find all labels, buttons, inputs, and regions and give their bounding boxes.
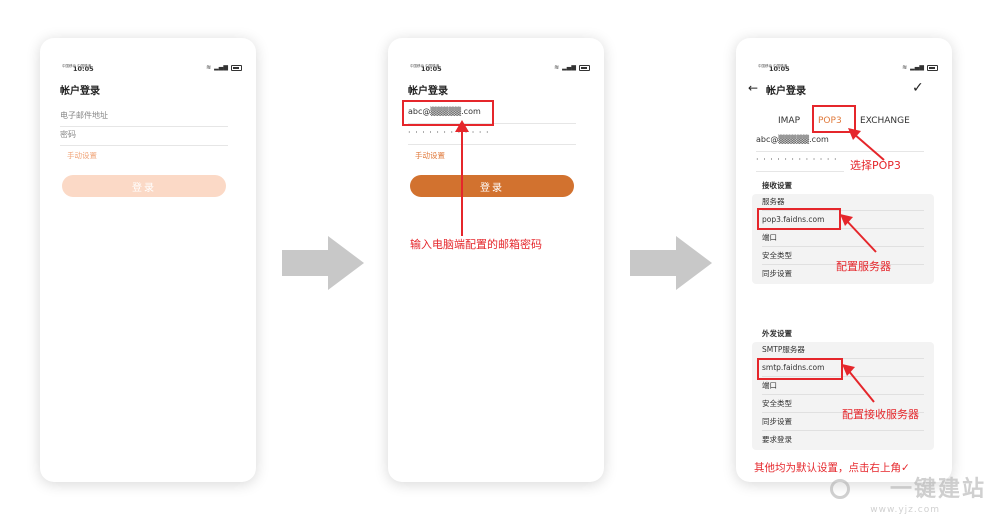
phone-screen-1: 中国移动 中国联通 10:05 ≋ ▂▄▆ 帐户登录 电子邮件地址 密码 手动设… [40,38,256,482]
status-bar: 中国移动 中国联通 10:05 ≋ ▂▄▆ [758,64,938,74]
wifi-icon: ≋ [902,64,908,71]
checkmark-icon[interactable]: ✓ [912,80,924,96]
smtp-server-highlight-box [757,358,843,380]
annotation-arrow-icon [848,128,885,161]
outgoing-section-title: 外发设置 [762,329,792,338]
incoming-server-input[interactable]: pop3.faidns.com [762,211,924,229]
signal-icon: ▂▄▆ [214,64,228,71]
tab-exchange[interactable]: EXCHANGE [860,116,910,126]
outgoing-port-field[interactable]: 端口 [762,377,924,395]
battery-icon [927,64,938,71]
outgoing-security-field[interactable]: 安全类型 [762,395,924,413]
annotation-select-pop3: 选择POP3 [850,159,901,172]
manual-settings-link[interactable]: 手动设置 [415,151,445,160]
status-bar: 中国移动 中国联通 10:05 ≋ ▂▄▆ [410,64,590,74]
phone-screen-2: 中国移动 中国联通 10:05 ≋ ▂▄▆ 帐户登录 abc@▒▒▒▒▒.com… [388,38,604,482]
status-time: 10:05 [421,65,442,73]
login-button[interactable]: 登录 [62,175,226,197]
battery-icon [231,64,242,71]
next-step-arrow-icon [282,236,364,290]
smtp-server-label: SMTP服务器 [762,341,924,359]
incoming-server-label: 服务器 [762,193,924,211]
annotation-enter-password: 输入电脑端配置的邮箱密码 [410,238,542,251]
manual-settings-link[interactable]: 手动设置 [67,151,97,160]
watermark-url: www.yjz.com [870,505,940,515]
email-input[interactable]: 电子邮件地址 [60,110,228,127]
password-input[interactable]: · · · · · · · · · · · · [756,155,844,172]
next-step-arrow-icon [630,236,712,290]
password-input[interactable]: · · · · · · · · · · · · [408,128,576,145]
email-input[interactable]: abc@▒▒▒▒▒.com [756,135,924,152]
status-time: 10:05 [73,65,94,73]
page-title: 帐户登录 [408,86,448,97]
pop3-highlight-box [812,105,856,133]
wifi-icon: ≋ [554,64,560,71]
annotation-arrow-icon [840,214,877,253]
page-title: 帐户登录 [766,86,806,97]
status-time: 10:05 [769,65,790,73]
back-arrow-icon[interactable]: ← [748,81,759,95]
login-button[interactable]: 登录 [410,175,574,197]
password-input[interactable]: 密码 [60,129,228,146]
annotation-arrow-icon [842,364,875,403]
incoming-security-field[interactable]: 安全类型 [762,247,924,265]
signal-icon: ▂▄▆ [562,64,576,71]
incoming-port-field[interactable]: 端口 [762,229,924,247]
tab-imap[interactable]: IMAP [778,116,801,126]
carrier-label: 中国移动 中国联通 [758,64,788,68]
carrier-label: 中国移动 中国联通 [62,64,92,68]
email-highlight-box [402,100,494,126]
watermark-text: 一键建站 [889,477,986,502]
signal-icon: ▂▄▆ [910,64,924,71]
carrier-label: 中国移动 中国联通 [410,64,440,68]
pop3-server-highlight-box [757,208,841,230]
outgoing-settings-card [752,342,934,450]
smtp-server-input[interactable]: smtp.faidns.com [762,359,924,377]
incoming-sync-field[interactable]: 同步设置 [762,269,792,278]
annotation-footer: 其他均为默认设置，点击右上角✓ [754,462,910,474]
incoming-section-title: 接收设置 [762,181,792,190]
require-login-field[interactable]: 要求登录 [762,435,792,444]
annotation-config-server: 配置服务器 [836,260,891,273]
phone-screen-3: 中国移动 中国联通 10:05 ≋ ▂▄▆ ← 帐户登录 ✓ IMAP POP3… [736,38,952,482]
watermark-logo-icon [830,479,850,499]
outgoing-sync-field[interactable]: 同步设置 [762,413,924,431]
battery-icon [579,64,590,71]
status-bar: 中国移动 中国联通 10:05 ≋ ▂▄▆ [62,64,242,74]
wifi-icon: ≋ [206,64,212,71]
annotation-config-receive: 配置接收服务器 [842,408,919,421]
page-title: 帐户登录 [60,86,100,97]
tab-pop3[interactable]: POP3 [818,116,842,126]
annotation-arrow-icon [455,120,469,236]
